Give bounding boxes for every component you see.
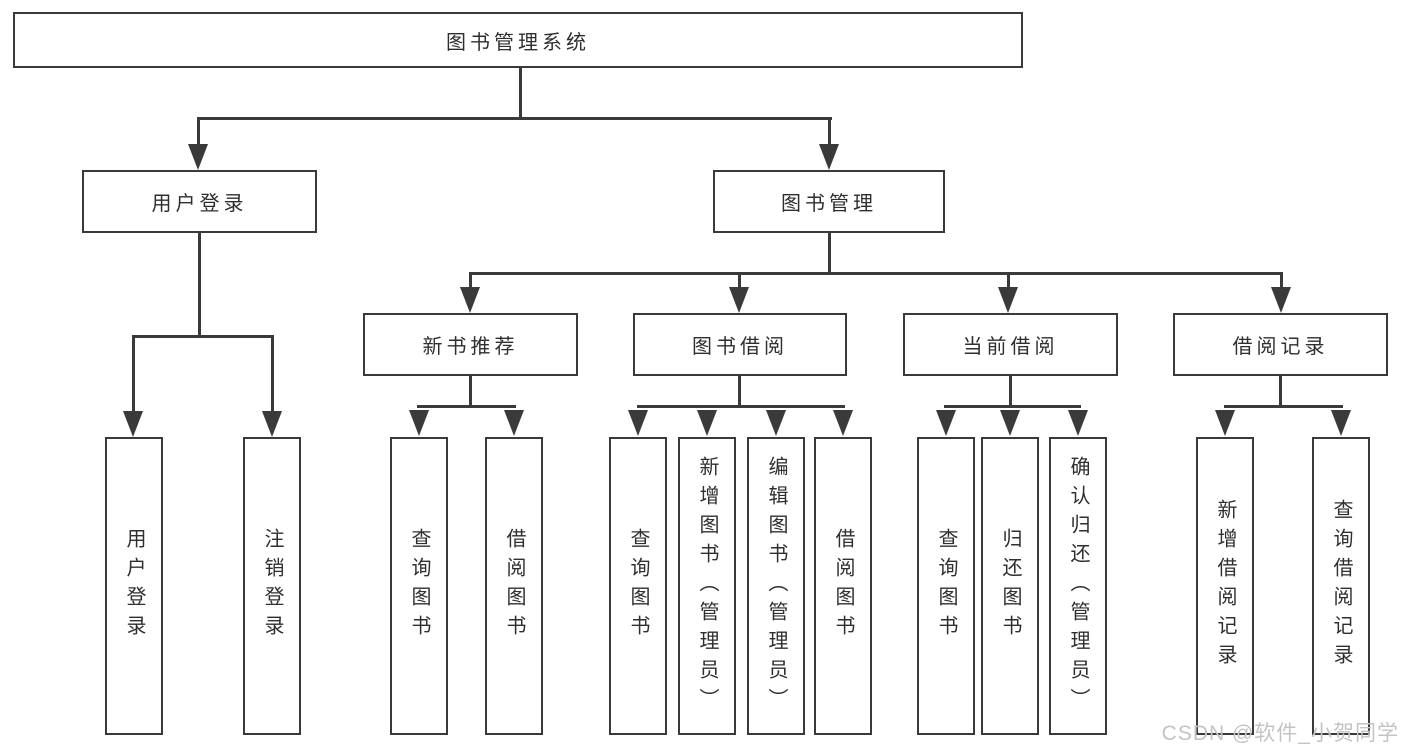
connector-line	[197, 118, 200, 148]
connector-line	[1224, 405, 1343, 408]
connector-arrowhead	[833, 410, 853, 436]
connector-arrowhead	[819, 144, 839, 170]
leaf-add-book-admin: 新增图书（管理员）	[678, 437, 736, 735]
connector-arrowhead	[1271, 287, 1291, 313]
connector-line	[132, 338, 135, 413]
connector-line	[828, 233, 831, 275]
leaf-query-books-recommend: 查询图书	[390, 437, 448, 735]
leaf-logout: 注销登录	[243, 437, 301, 735]
connector-arrowhead	[998, 287, 1018, 313]
connector-arrowhead	[628, 410, 648, 436]
leaf-return-books: 归还图书	[981, 437, 1039, 735]
node-root: 图书管理系统	[13, 12, 1023, 68]
leaf-user-login: 用户登录	[105, 437, 163, 735]
connector-line	[1279, 376, 1282, 408]
watermark: CSDN @软件_小贺同学	[1161, 722, 1399, 745]
leaf-query-borrow-record: 查询借阅记录	[1312, 437, 1370, 735]
connector-arrowhead	[729, 287, 749, 313]
connector-line	[198, 233, 201, 337]
connector-arrowhead	[262, 411, 282, 437]
leaf-confirm-return-admin: 确认归还（管理员）	[1049, 437, 1107, 735]
node-book-management: 图书管理	[713, 170, 945, 233]
leaf-borrow-books-borrow: 借阅图书	[814, 437, 872, 735]
connector-line	[1007, 275, 1010, 289]
connector-arrowhead	[460, 287, 480, 313]
leaf-add-borrow-record: 新增借阅记录	[1196, 437, 1254, 735]
node-user-login: 用户登录	[82, 170, 317, 233]
node-book-borrow: 图书借阅	[633, 313, 847, 376]
connector-arrowhead	[409, 410, 429, 436]
connector-line	[1009, 376, 1012, 408]
connector-arrowhead	[697, 410, 717, 436]
node-borrow-records: 借阅记录	[1173, 313, 1388, 376]
connector-line	[738, 275, 741, 289]
connector-line	[469, 275, 472, 289]
leaf-query-books-borrow: 查询图书	[609, 437, 667, 735]
connector-arrowhead	[188, 144, 208, 170]
node-new-book-recommend: 新书推荐	[363, 313, 578, 376]
connector-line	[417, 405, 516, 408]
leaf-query-books-current: 查询图书	[917, 437, 975, 735]
leaf-borrow-books-recommend: 借阅图书	[485, 437, 543, 735]
leaf-edit-book-admin: 编辑图书（管理员）	[747, 437, 805, 735]
connector-line	[738, 376, 741, 408]
connector-line	[519, 66, 522, 120]
connector-arrowhead	[936, 410, 956, 436]
connector-line	[944, 405, 1081, 408]
connector-line	[1280, 275, 1283, 289]
connector-line	[271, 338, 274, 413]
connector-line	[637, 405, 845, 408]
connector-arrowhead	[1331, 410, 1351, 436]
connector-arrowhead	[123, 411, 143, 437]
connector-line	[828, 118, 831, 148]
connector-arrowhead	[1068, 410, 1088, 436]
connector-line	[132, 335, 274, 338]
connector-line	[469, 272, 1283, 275]
connector-arrowhead	[1215, 410, 1235, 436]
connector-line	[469, 376, 472, 408]
node-current-borrow: 当前借阅	[903, 313, 1118, 376]
connector-arrowhead	[504, 410, 524, 436]
connector-arrowhead	[766, 410, 786, 436]
connector-arrowhead	[1000, 410, 1020, 436]
connector-line	[197, 117, 832, 120]
